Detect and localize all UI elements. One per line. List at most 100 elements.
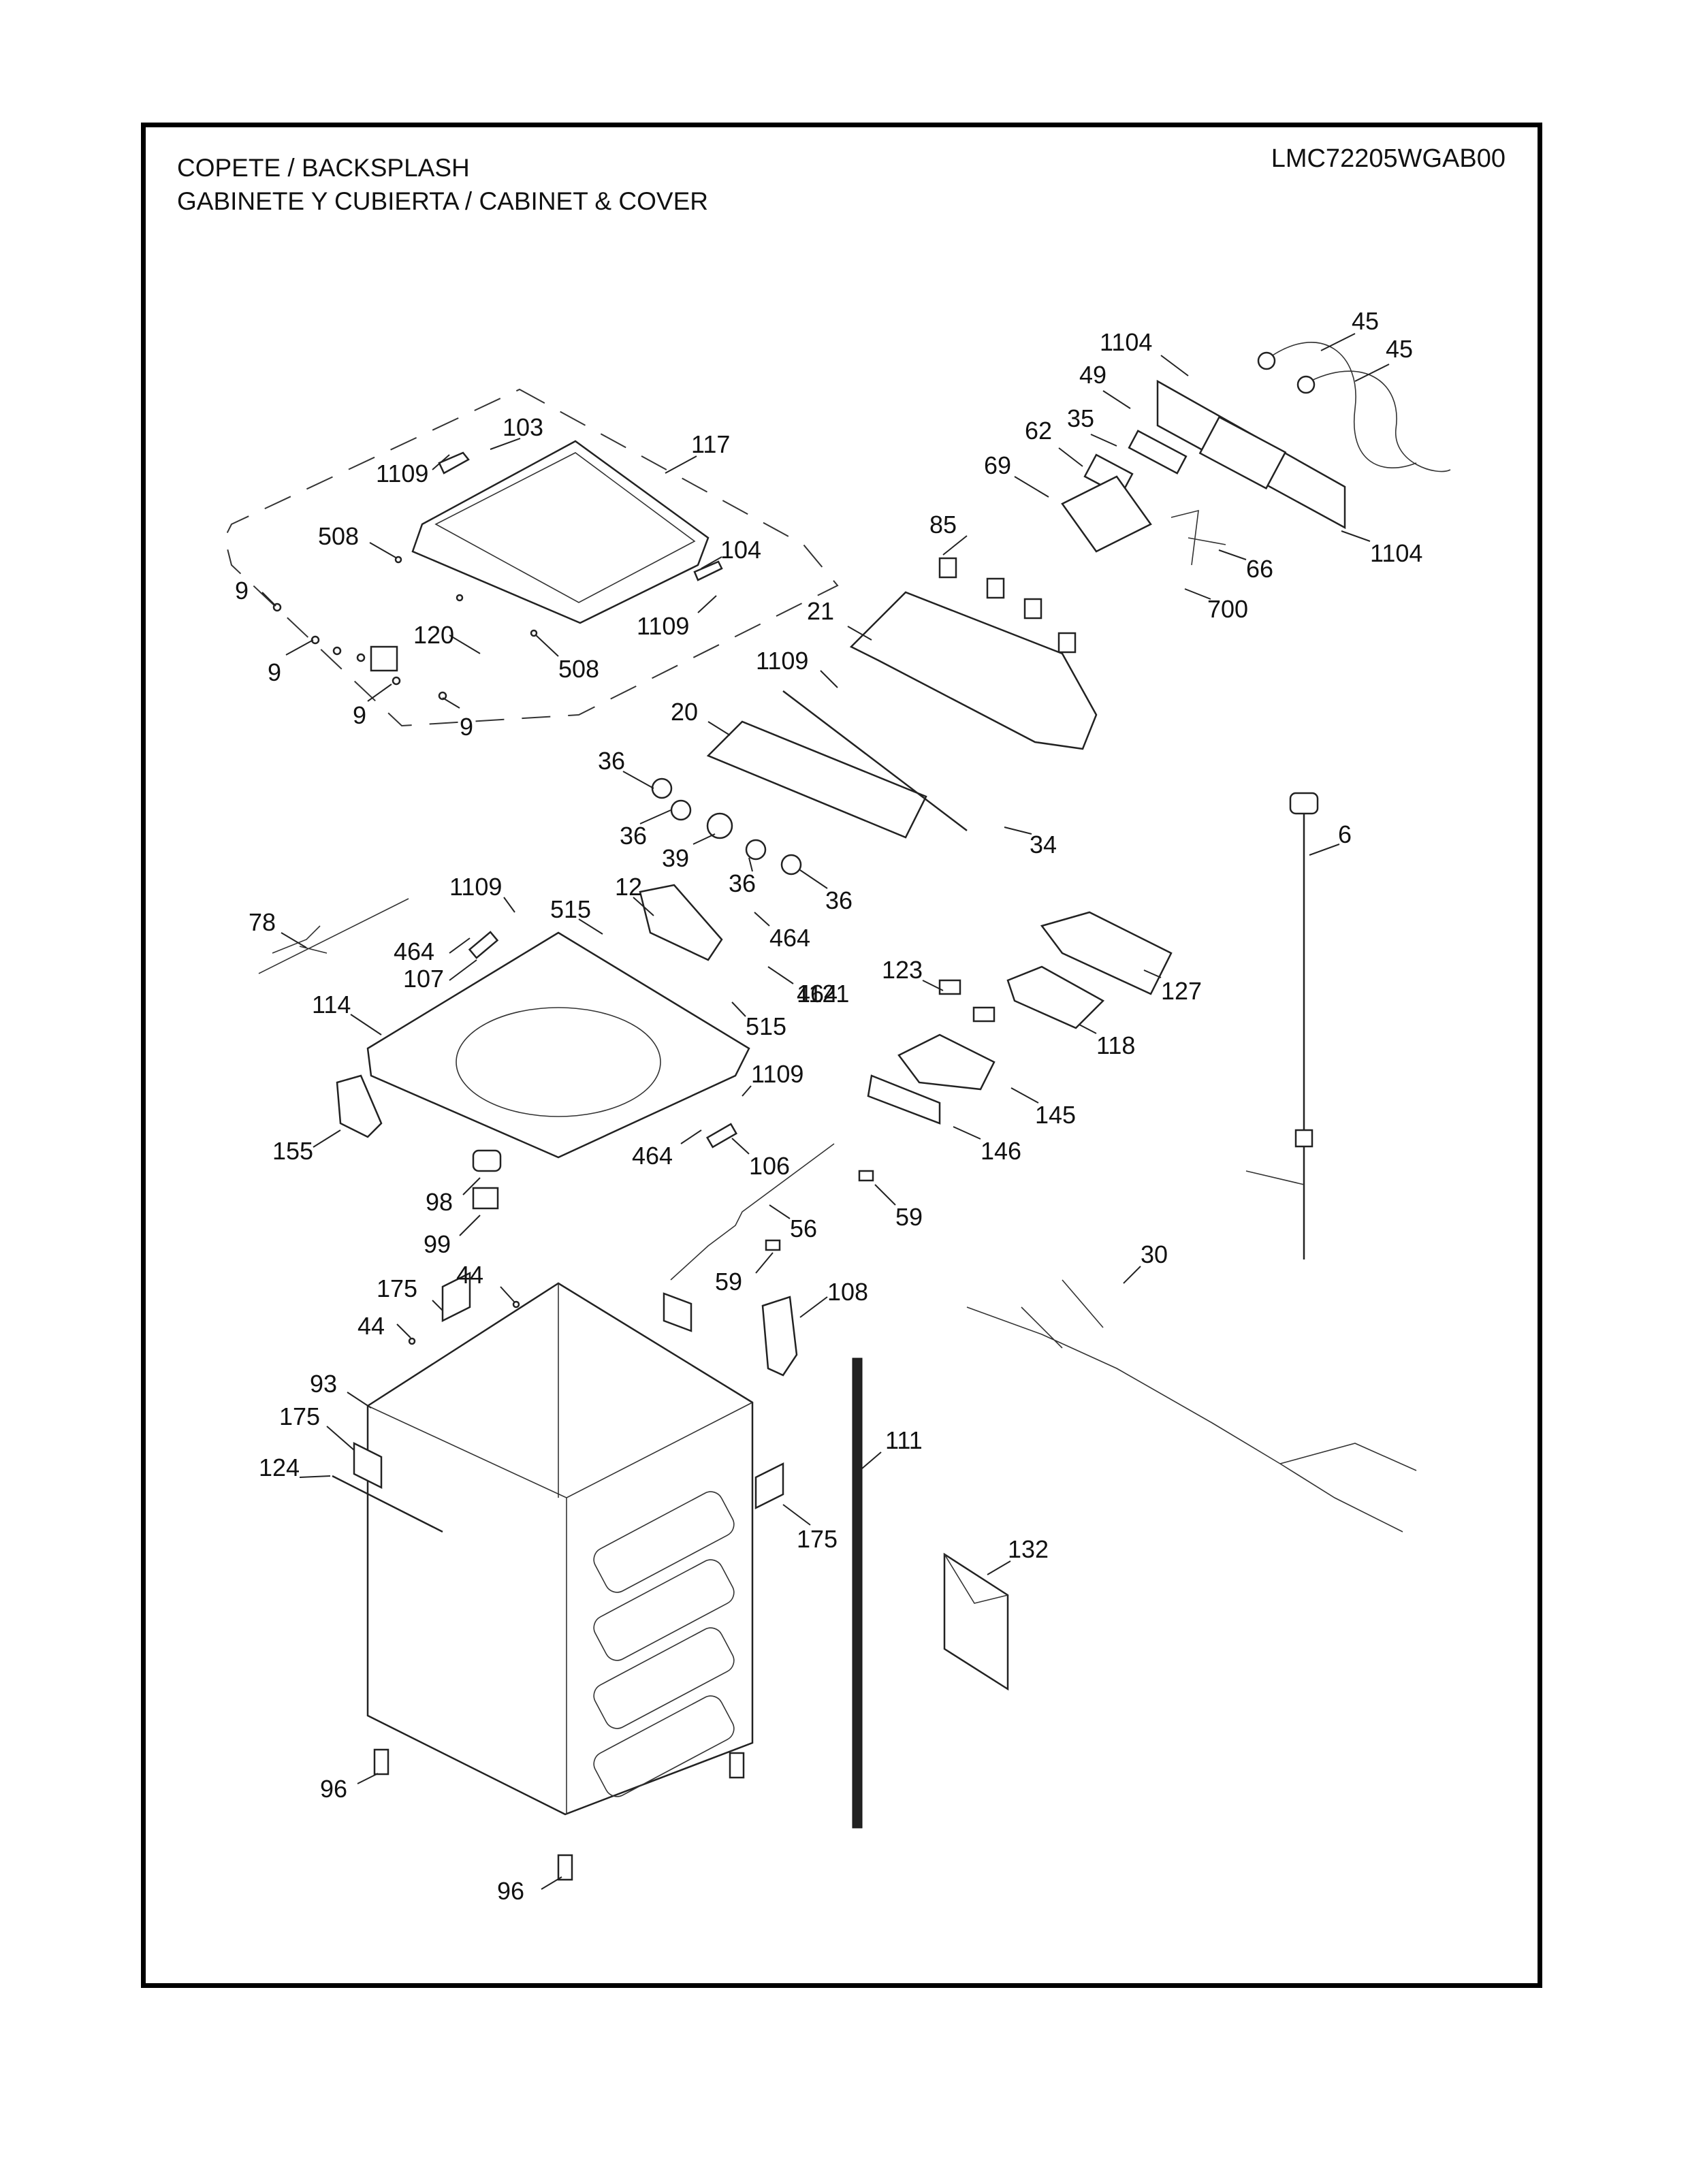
- callout-107: 107: [403, 965, 444, 993]
- bumper-9: [356, 653, 366, 662]
- callout-45: 45: [1386, 335, 1413, 363]
- cabinet-group: [332, 1271, 784, 1881]
- callout-108: 108: [827, 1278, 868, 1306]
- leader-12: [633, 897, 654, 916]
- callout-114: 114: [312, 991, 351, 1018]
- callout-1109: 1109: [449, 873, 502, 901]
- leader-464-d: [680, 1129, 702, 1144]
- callout-515: 515: [746, 1012, 786, 1040]
- callout-9: 9: [235, 577, 249, 605]
- knob-36: [670, 799, 692, 821]
- trim-strip-34: [782, 690, 968, 831]
- plug-head: [1289, 792, 1319, 815]
- callout-106: 106: [749, 1152, 790, 1180]
- callout-44: 44: [357, 1312, 385, 1340]
- leveling-leg-96: [373, 1748, 389, 1776]
- leader-464-a: [754, 912, 770, 927]
- callout-6: 6: [1338, 820, 1352, 848]
- leader-59-b: [755, 1252, 774, 1274]
- dispenser-group: [867, 911, 1173, 1125]
- leader-39: [692, 833, 716, 845]
- backsplash-housing-21: [849, 591, 1098, 750]
- leader-66: [1218, 549, 1247, 560]
- callout-59: 59: [715, 1268, 742, 1296]
- bumper-9: [438, 691, 447, 701]
- siphon-cap-123: [972, 1006, 996, 1023]
- leader-508-a: [369, 542, 398, 559]
- leader-45-b: [1354, 364, 1390, 382]
- callout-85: 85: [929, 511, 957, 539]
- callout-39: 39: [662, 844, 689, 872]
- leader-96-b: [541, 1876, 562, 1890]
- callout-508: 508: [318, 522, 359, 550]
- leveling-leg-96: [729, 1752, 745, 1779]
- leader-114: [350, 1014, 382, 1035]
- callout-62: 62: [1025, 417, 1052, 445]
- callout-111: 111: [885, 1426, 923, 1454]
- callout-175: 175: [377, 1274, 417, 1302]
- callout-123: 123: [882, 956, 923, 984]
- harness-56: [670, 1143, 835, 1281]
- pcb-69: [1061, 475, 1152, 553]
- tub-opening: [456, 1007, 661, 1117]
- main-harness-30: [966, 1279, 1417, 1532]
- cord-strain-relief: [1294, 1129, 1313, 1148]
- leader-1109-c: [820, 670, 838, 688]
- screw-44: [408, 1337, 416, 1345]
- leader-1109-e: [742, 1085, 752, 1097]
- callout-127: 127: [1161, 977, 1202, 1005]
- top-cover-group: [258, 884, 750, 1210]
- leader-117: [665, 455, 697, 474]
- callout-99: 99: [424, 1230, 451, 1258]
- knob-36: [651, 777, 673, 799]
- drain-hose-group: [852, 1358, 1009, 1829]
- lid-hinge-103: [438, 451, 470, 475]
- callout-45: 45: [1352, 307, 1379, 335]
- leader-56: [769, 1204, 791, 1219]
- callout-118: 118: [1096, 1031, 1135, 1059]
- leader-lines: [261, 333, 1390, 1890]
- leader-1104-b: [1341, 530, 1371, 542]
- drain-pump-cover-108: [761, 1296, 798, 1377]
- leader-9-c: [367, 684, 392, 702]
- leader-155: [313, 1129, 341, 1148]
- callout-464: 464: [632, 1142, 673, 1170]
- dispenser-tray-118: [1006, 965, 1105, 1029]
- siphon-cap-123: [938, 979, 961, 995]
- title-cabinet-cover: GABINETE Y CUBIERTA / CABINET & COVER: [177, 187, 708, 215]
- leader-111: [861, 1451, 882, 1469]
- leader-120: [449, 635, 481, 654]
- leader-132: [987, 1560, 1011, 1575]
- callout-103: 103: [503, 413, 543, 441]
- owners-manual-132: [943, 1552, 1009, 1691]
- bumper-9: [392, 676, 401, 686]
- callout-78: 78: [249, 908, 276, 936]
- callout-175: 175: [279, 1402, 320, 1430]
- drain-hose-111: [852, 1358, 863, 1829]
- leader-146: [953, 1126, 981, 1140]
- leader-175-b: [326, 1426, 355, 1451]
- lid-glass-outline: [434, 452, 696, 603]
- callout-1109: 1109: [637, 612, 689, 640]
- callout-1109: 1109: [751, 1060, 803, 1088]
- leader-99: [459, 1215, 481, 1236]
- callout-124: 124: [259, 1454, 300, 1481]
- knob-36: [745, 839, 767, 861]
- label-175: [441, 1271, 471, 1323]
- switch-99: [472, 1187, 499, 1210]
- pressure-switch-85: [986, 577, 1005, 599]
- gasket-35: [1128, 430, 1188, 475]
- callout-56: 56: [790, 1215, 817, 1242]
- callout-96: 96: [497, 1877, 524, 1905]
- callout-1109: 1109: [376, 460, 428, 487]
- screw-44: [512, 1300, 520, 1308]
- lid-part: [411, 440, 710, 624]
- lid-lock-106: [705, 1123, 738, 1149]
- leader-98: [462, 1177, 481, 1195]
- lid-assembly-boundary: [223, 388, 839, 727]
- power-cord-group: [1245, 792, 1319, 1259]
- leader-1109-a: [432, 454, 450, 470]
- leader-36-c: [748, 857, 753, 872]
- leader-175-c: [782, 1504, 811, 1526]
